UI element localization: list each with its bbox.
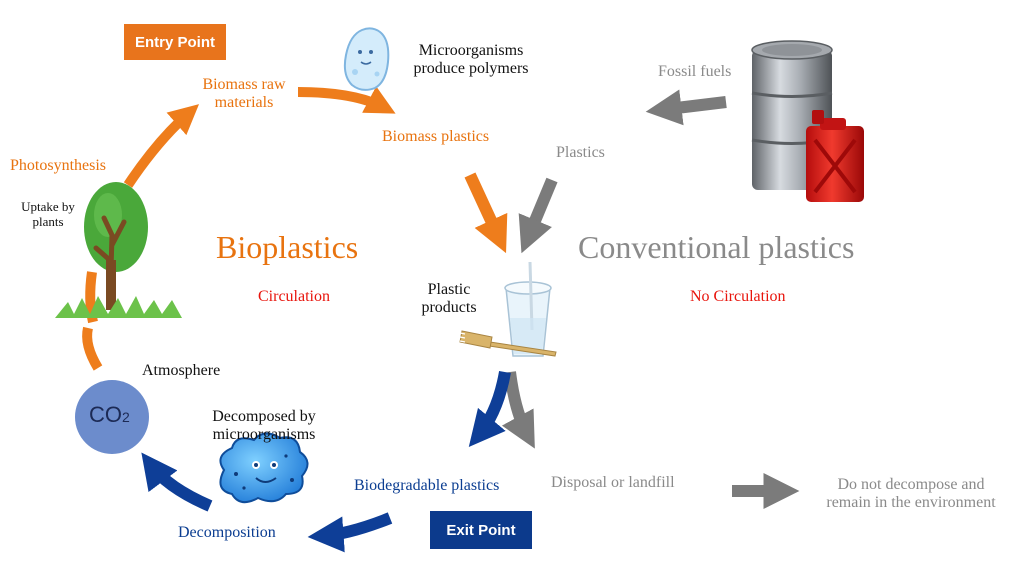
entry-point-label: Entry Point bbox=[134, 33, 215, 51]
do-not-decompose-line1: Do not decompose and bbox=[837, 476, 985, 493]
uptake-line1: Uptake by bbox=[21, 199, 75, 214]
arrow-biodegradable-to-decomposition bbox=[307, 512, 393, 553]
uptake-label: Uptake by plants bbox=[10, 199, 86, 230]
plastic-products-label: Plastic products bbox=[412, 281, 486, 318]
biomass-raw-line1: Biomass raw bbox=[202, 76, 286, 93]
biomass-raw-line2: materials bbox=[214, 94, 274, 112]
arrow-raw-to-biomass bbox=[297, 86, 396, 114]
atmosphere-label: Atmosphere bbox=[142, 362, 221, 379]
circulation-label: Circulation bbox=[258, 288, 330, 305]
exit-point-badge: Exit Point bbox=[430, 511, 532, 549]
decomposition-label: Decomposition bbox=[178, 524, 276, 541]
plastic-products-line1: Plastic bbox=[427, 281, 471, 298]
arrow-decomposition-to-co2 bbox=[141, 452, 213, 512]
do-not-decompose-label: Do not decompose and remain in the envir… bbox=[810, 476, 1012, 513]
arrow-biomass-to-products bbox=[464, 172, 508, 254]
decomposed-line1: Decomposed by bbox=[212, 408, 316, 425]
biomass-raw-materials-label: Biomass raw materials bbox=[192, 76, 296, 113]
decomposed-line2: microorganisms bbox=[212, 426, 316, 444]
arrow-co2-to-plants bbox=[82, 326, 103, 371]
plastics-label: Plastics bbox=[556, 144, 605, 161]
arrow-products-to-biodegradable bbox=[468, 370, 511, 448]
arrow-fossil-to-plastics bbox=[645, 89, 727, 126]
co2-subscript: 2 bbox=[122, 409, 130, 425]
arrow-plastics-to-products bbox=[518, 177, 558, 254]
bacteria-cloud-icon bbox=[219, 432, 309, 504]
fossil-fuels-label: Fossil fuels bbox=[658, 63, 732, 80]
uptake-line2: plants bbox=[32, 213, 64, 229]
do-not-decompose-line2: remain in the environment bbox=[826, 494, 996, 512]
conventional-plastics-title: Conventional plastics bbox=[578, 229, 855, 265]
photosynthesis-label: Photosynthesis bbox=[10, 157, 107, 174]
arrow-photosynthesis bbox=[123, 104, 200, 188]
entry-point-badge: Entry Point bbox=[124, 24, 226, 60]
arrow-uptake bbox=[85, 271, 98, 324]
co2-label: CO2 bbox=[89, 402, 130, 428]
arrow-products-to-disposal bbox=[501, 371, 535, 449]
plastic-cup-icon bbox=[504, 261, 552, 357]
microorganism-icon bbox=[343, 27, 390, 91]
microorganisms-line1: Microorganisms bbox=[418, 42, 524, 59]
microorganisms-produce-label: Microorganisms produce polymers bbox=[400, 42, 542, 79]
bioplastics-title: Bioplastics bbox=[216, 229, 359, 265]
biomass-plastics-label: Biomass plastics bbox=[382, 128, 490, 145]
co2-icon bbox=[75, 380, 149, 454]
no-circulation-label: No Circulation bbox=[690, 288, 786, 305]
tree-icon bbox=[55, 182, 182, 318]
microorganisms-line2: produce polymers bbox=[413, 60, 529, 78]
fork-icon bbox=[459, 330, 557, 357]
biodegradable-plastics-label: Biodegradable plastics bbox=[354, 477, 500, 494]
co2-text: CO bbox=[89, 402, 122, 427]
decomposed-by-label: Decomposed by microorganisms bbox=[198, 408, 330, 445]
jerry-can-icon bbox=[806, 110, 864, 202]
disposal-label: Disposal or landfill bbox=[551, 474, 675, 491]
exit-point-label: Exit Point bbox=[446, 521, 516, 539]
plastic-products-line2: products bbox=[421, 299, 477, 317]
